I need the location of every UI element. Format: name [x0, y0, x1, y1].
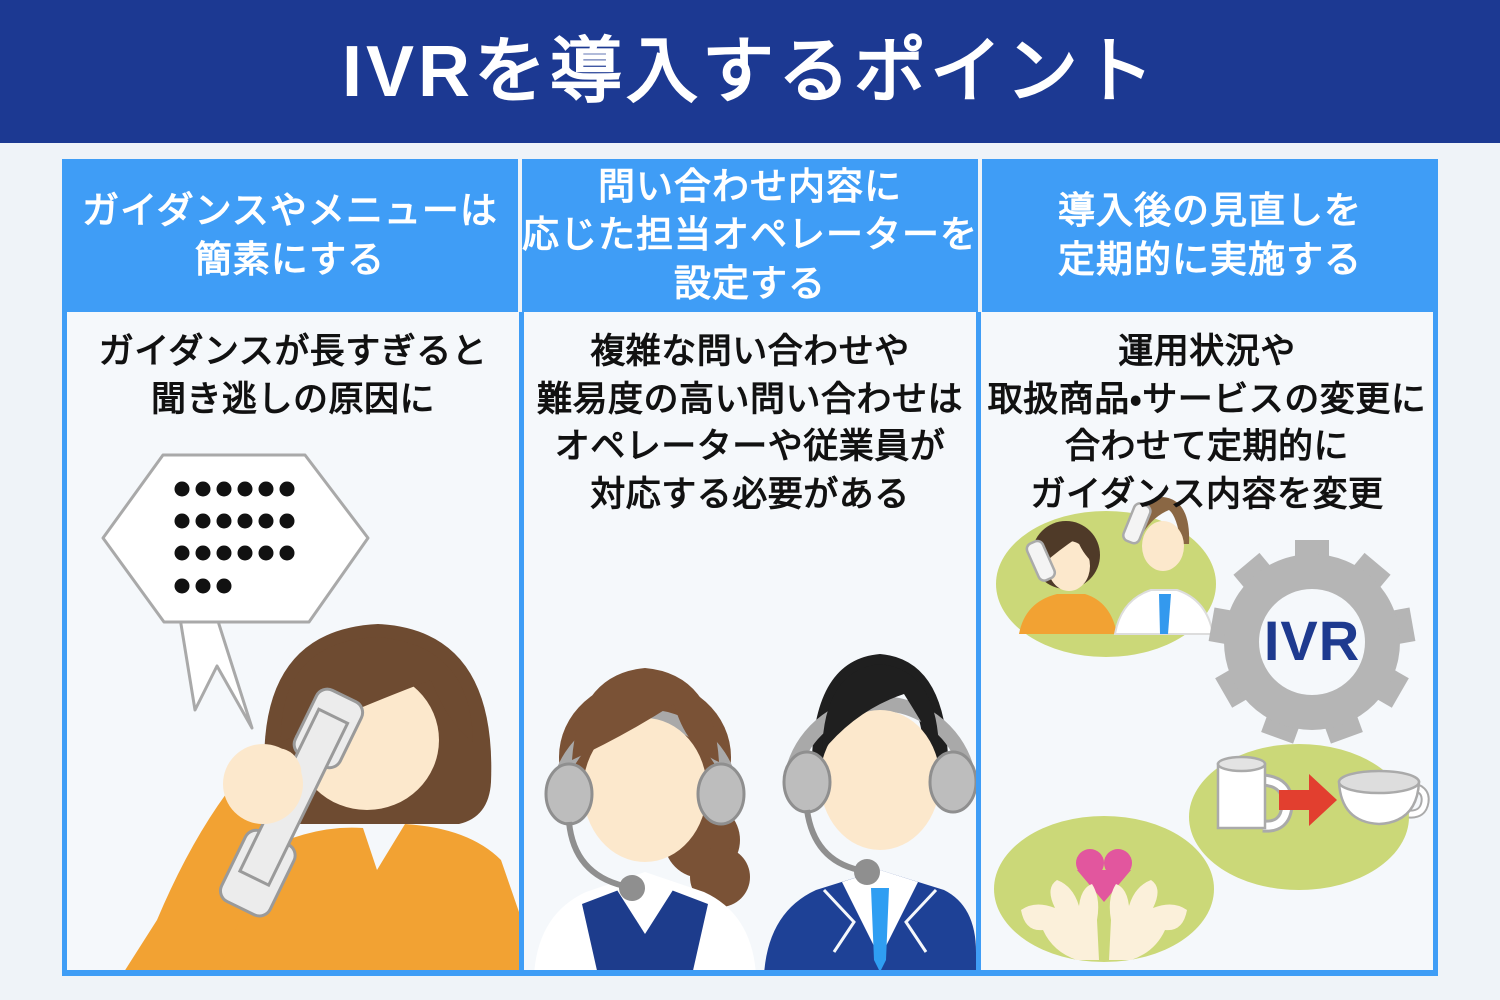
column-3-header-line: 導入後の見直しを	[1058, 190, 1362, 232]
gear-ivr-label: IVR	[1263, 609, 1361, 672]
hands-heart-icon	[994, 816, 1214, 962]
call-center-operators-illustration	[534, 654, 976, 970]
speech-bubble-icon	[101, 453, 370, 730]
column-1-body-line: 聞き逃しの原因に	[150, 379, 435, 419]
necktie-icon	[871, 888, 889, 970]
column-3-body: 運用状況や 取扱商品・サービスの変更に 合わせて定期的に ガイダンス内容を変更	[981, 312, 1433, 970]
heart-icon	[1077, 870, 1131, 902]
column-1-body-text: ガイダンスが長すぎると 聞き逃しの原因に	[67, 328, 519, 423]
column-3-body-line: 運用状況や	[1118, 332, 1296, 371]
page-title: IVRを導入するポイント	[341, 31, 1159, 112]
column-1-header-line: ガイダンスやメニューは	[82, 190, 498, 232]
arrow-right-icon	[1279, 774, 1337, 826]
column-2-body-line: 難易度の高い問い合わせは	[536, 379, 963, 419]
column-1-header-line: 簡素にする	[194, 238, 386, 280]
microphone-icon	[619, 875, 645, 901]
review-cycle-illustration	[994, 497, 1430, 962]
gear-icon	[1208, 540, 1416, 744]
column-3-body-line: ガイダンス内容を変更	[1030, 474, 1384, 514]
column-2-header-line: 設定する	[674, 262, 826, 304]
column-2-body: 複雑な問い合わせや 難易度の高い問い合わせは オペレーターや従業員が 対応する必…	[524, 312, 976, 970]
female-operator-icon	[534, 668, 756, 970]
column-3-body-line: 合わせて定期的に	[1064, 427, 1349, 467]
customers-calling-icon	[996, 497, 1216, 657]
title-banner: IVRを導入するポイント	[0, 0, 1500, 143]
column-3-body-line: 取扱商品・サービスの変更に	[987, 379, 1427, 419]
male-operator-icon	[764, 654, 976, 970]
column-2-body-line: オペレーターや従業員が	[554, 427, 946, 467]
speech-dots-icon	[174, 481, 295, 594]
column-3-header: 導入後の見直しを 定期的に実施する	[982, 159, 1438, 312]
woman-caller-icon	[125, 624, 519, 970]
column-1-body: ガイダンスが長すぎると 聞き逃しの原因に	[67, 312, 519, 970]
column-2-header-line: 応じた担当オペレーターを	[522, 214, 978, 256]
product-change-icon	[1189, 744, 1430, 890]
column-2-body-line: 対応する必要がある	[590, 474, 910, 514]
microphone-icon	[854, 859, 880, 885]
column-2-body-line: 複雑な問い合わせや	[590, 332, 910, 371]
column-3-body-text: 運用状況や 取扱商品・サービスの変更に 合わせて定期的に ガイダンス内容を変更	[981, 328, 1433, 518]
column-2-header-line: 問い合わせ内容に	[598, 166, 902, 208]
column-2-header: 問い合わせ内容に 応じた担当オペレーターを 設定する	[522, 159, 978, 312]
column-2-body-text: 複雑な問い合わせや 難易度の高い問い合わせは オペレーターや従業員が 対応する必…	[524, 328, 976, 518]
column-1-body-line: ガイダンスが長すぎると	[98, 332, 488, 371]
column-1-header: ガイダンスやメニューは 簡素にする	[62, 159, 518, 312]
column-3-header-line: 定期的に実施する	[1058, 238, 1362, 280]
woman-on-phone-illustration	[101, 453, 519, 970]
columns-body-row: ガイダンスが長すぎると 聞き逃しの原因に	[62, 312, 1438, 976]
